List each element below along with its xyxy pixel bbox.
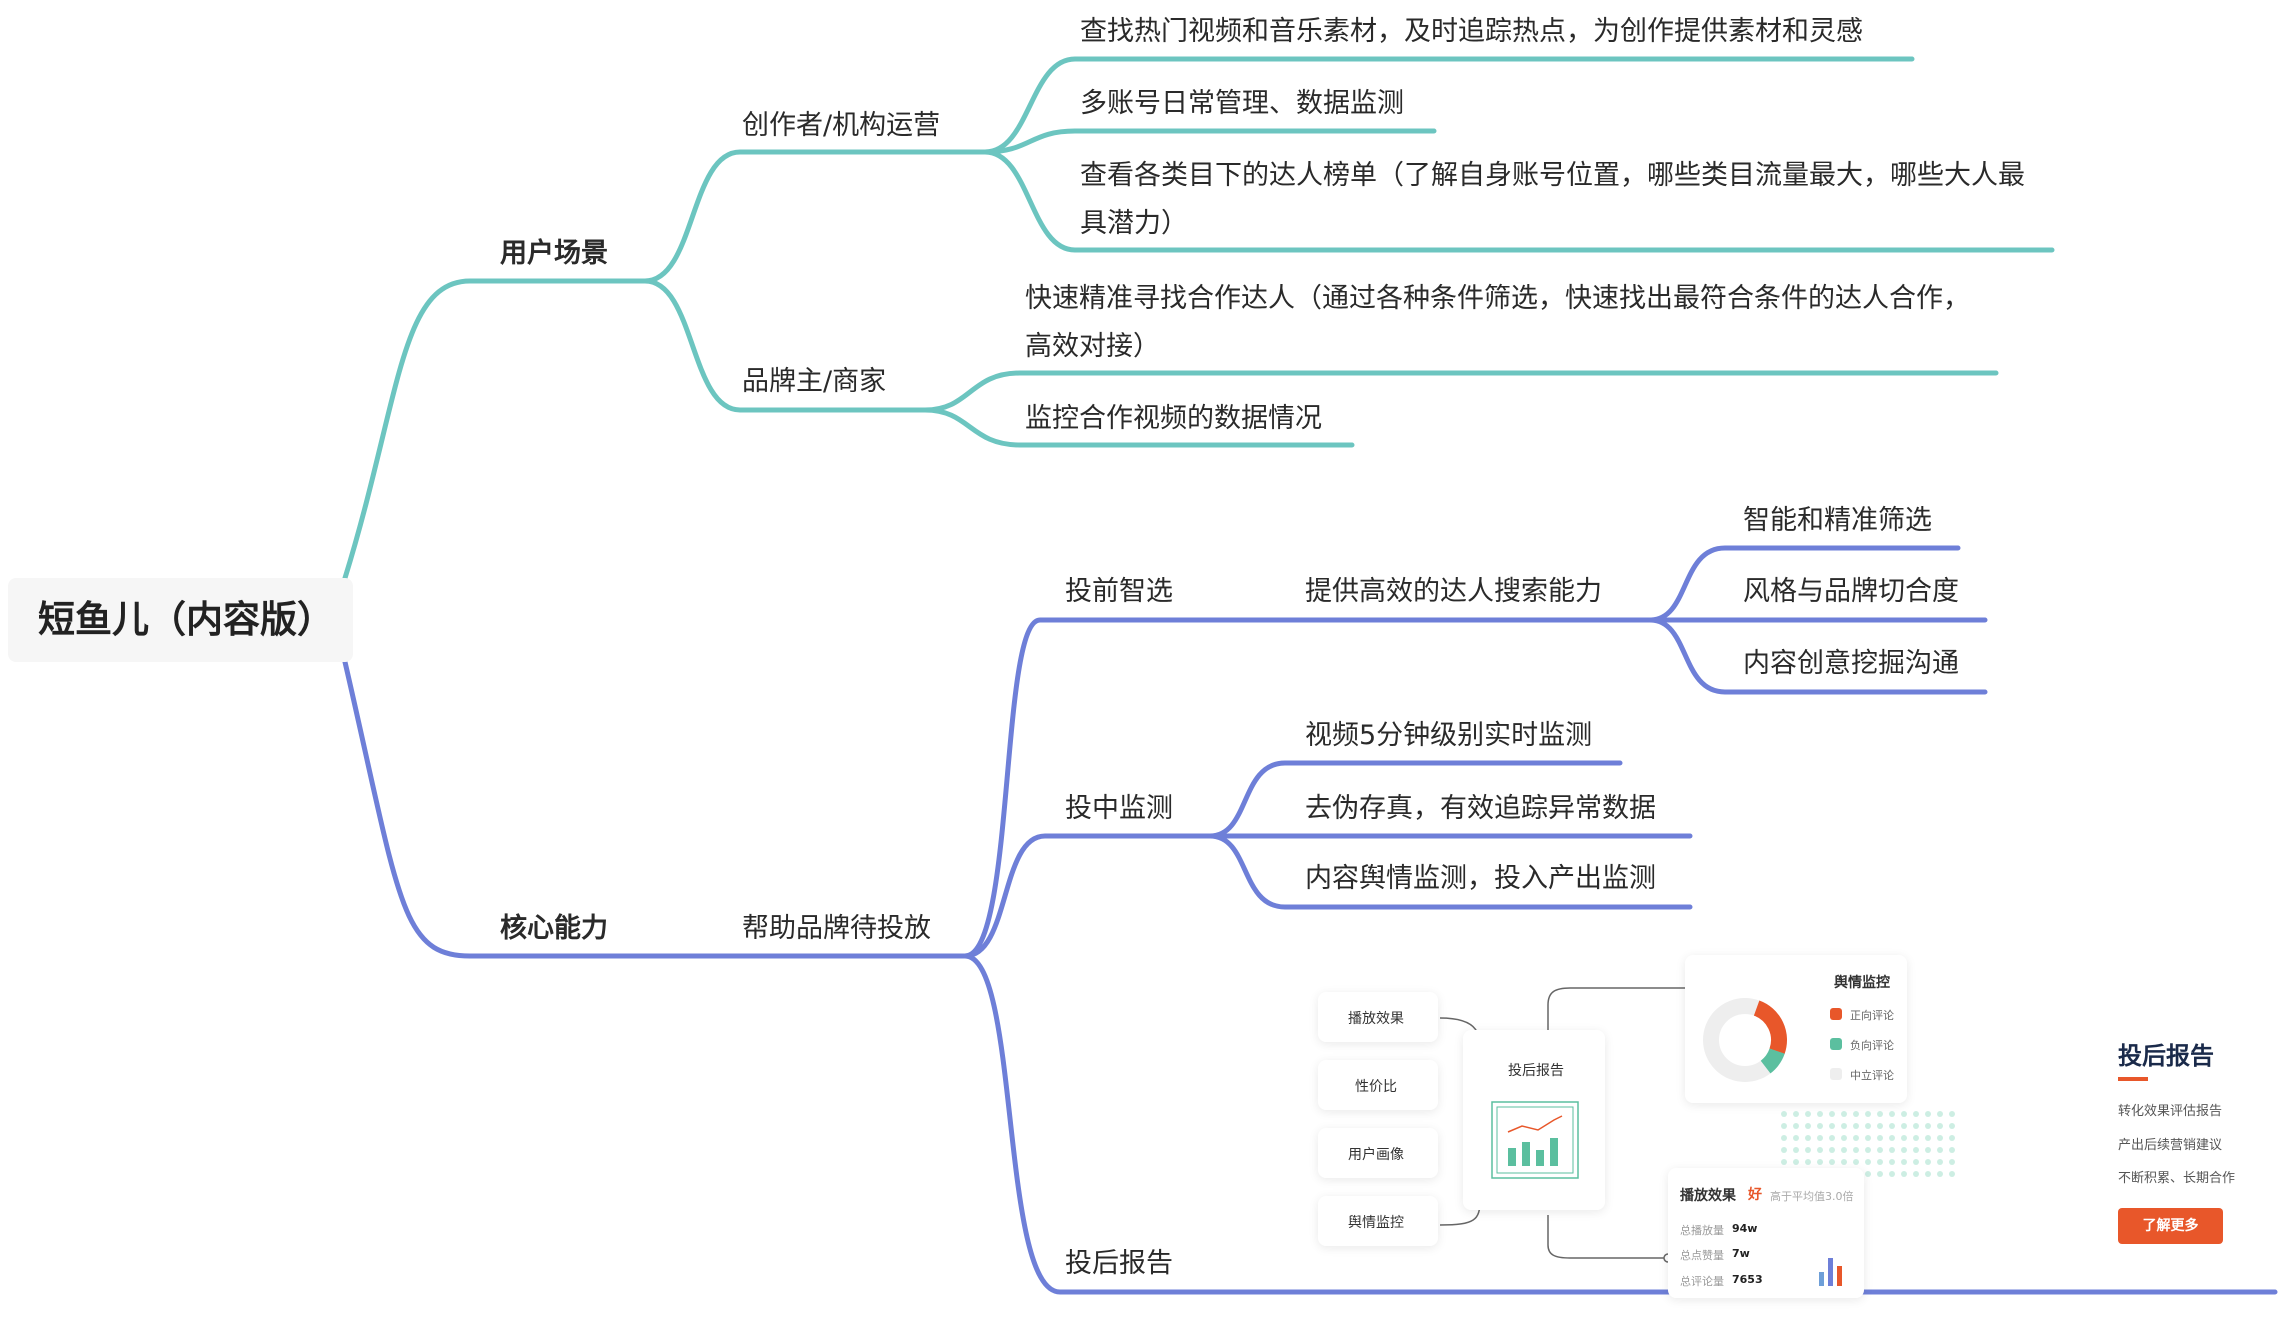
- legend-negative-swatch: [1830, 1038, 1842, 1050]
- report-line-3: 不断积累、长期合作: [2118, 1171, 2236, 1186]
- illus-play-row-3-label: 总评论量: [1680, 1275, 1724, 1288]
- node-mid-monitor[interactable]: 投中监测: [1065, 793, 1173, 824]
- report-line-2: 产出后续营销建议: [2118, 1138, 2223, 1153]
- illus-center-title: 投后报告: [1508, 1063, 1564, 1079]
- connector-core-mid: [962, 833, 1213, 959]
- illus-play-grade: 好: [1748, 1187, 1762, 1203]
- illus-sentiment-title: 舆情监控: [1834, 975, 1890, 991]
- node-brand-item-2[interactable]: 监控合作视频的数据情况: [1025, 403, 1322, 434]
- connector-core-post: [962, 953, 2278, 1295]
- node-creator-item-1[interactable]: 查找热门视频和音乐素材，及时追踪热点，为创作提供素材和灵感: [1080, 16, 1863, 47]
- illus-play-row-2-label: 总点赞量: [1680, 1249, 1724, 1262]
- node-creator[interactable]: 创作者/机构运营: [742, 110, 941, 141]
- node-user-scenarios[interactable]: 用户场景: [500, 238, 608, 269]
- connector-mid-item3: [1207, 833, 1693, 910]
- root-node-box[interactable]: [8, 578, 353, 662]
- illus-item-box-3: [1318, 1128, 1438, 1178]
- illus-donut-chart: [1703, 998, 1787, 1082]
- illus-item-4: 舆情监控: [1348, 1215, 1404, 1231]
- illus-mini-bar-icon: [1819, 1258, 1842, 1286]
- node-pre-search[interactable]: 提供高效的达人搜索能力: [1305, 576, 1602, 607]
- node-mid-item-1[interactable]: 视频5分钟级别实时监测: [1305, 720, 1593, 751]
- connector-scenarios-creator: [642, 149, 988, 284]
- node-pre-item-3[interactable]: 内容创意挖掘沟通: [1743, 648, 1959, 679]
- legend-negative: 负向评论: [1850, 1039, 1894, 1052]
- illus-play-row-2-value: 7w: [1732, 1247, 1750, 1260]
- connector-mid-item1: [1207, 760, 1623, 839]
- illus-bar-chart-icon: [1491, 1101, 1579, 1179]
- illus-item-box-1: [1318, 992, 1438, 1042]
- node-pre-item-2[interactable]: 风格与品牌切合度: [1743, 576, 1959, 607]
- illus-item-2: 性价比: [1355, 1079, 1397, 1095]
- node-help-brand[interactable]: 帮助品牌待投放: [742, 913, 931, 944]
- report-line-1: 转化效果评估报告: [2118, 1104, 2223, 1119]
- node-brand-item-1[interactable]: 快速精准寻找合作达人（通过各种条件筛选，快速找出最符合条件的达人合作，高效对接）: [1025, 283, 1970, 362]
- node-pre-item-1[interactable]: 智能和精准筛选: [1743, 505, 1932, 536]
- illus-play-row-1-label: 总播放量: [1680, 1224, 1724, 1237]
- legend-positive-swatch: [1830, 1008, 1842, 1020]
- illus-play-title: 播放效果: [1680, 1188, 1736, 1204]
- node-mid-item-2[interactable]: 去伪存真，有效追踪异常数据: [1305, 793, 1656, 824]
- connector-pre-item1: [1647, 545, 1961, 623]
- connector-brand-item1: [922, 370, 1999, 413]
- illus-item-1: 播放效果: [1348, 1011, 1404, 1027]
- connector-root-scenarios: [342, 278, 648, 581]
- illus-center-card: [1463, 1030, 1605, 1210]
- report-title: 投后报告: [2118, 1042, 2214, 1070]
- connector-creator-item2: [982, 128, 1437, 155]
- connector-brand-item2: [922, 407, 1355, 448]
- illus-link-top: [1547, 987, 1690, 1035]
- legend-neutral: 中立评论: [1850, 1069, 1894, 1082]
- node-brand[interactable]: 品牌主/商家: [742, 366, 887, 397]
- node-creator-item-3[interactable]: 查看各类目下的达人榜单（了解自身账号位置，哪些类目流量最大，哪些大人最具潜力）: [1080, 160, 2025, 239]
- connector-creator-item1: [982, 56, 1915, 155]
- connector-creator-item3: [982, 149, 2055, 253]
- illus-play-note: 高于平均值3.0倍: [1770, 1190, 1854, 1203]
- legend-positive: 正向评论: [1850, 1009, 1894, 1022]
- node-mid-item-3[interactable]: 内容舆情监测，投入产出监测: [1305, 863, 1656, 894]
- connector-root-core: [342, 659, 968, 959]
- illus-play-row-1-value: 94w: [1732, 1222, 1758, 1235]
- illus-item-box-4: [1318, 1196, 1438, 1246]
- node-creator-item-2[interactable]: 多账号日常管理、数据监测: [1080, 88, 1404, 119]
- connector-pre-item3: [1647, 617, 1988, 695]
- illus-item-box-2: [1318, 1060, 1438, 1110]
- report-title-underline: [2118, 1077, 2148, 1081]
- illus-sentiment-card: [1685, 955, 1907, 1103]
- legend-neutral-swatch: [1830, 1068, 1842, 1080]
- node-post-report[interactable]: 投后报告: [1065, 1248, 1173, 1279]
- learn-more-button[interactable]: 了解更多: [2118, 1208, 2223, 1244]
- illus-item-3: 用户画像: [1348, 1147, 1404, 1163]
- node-pre-selection[interactable]: 投前智选: [1065, 576, 1173, 607]
- root-node-label: 短鱼儿（内容版）: [38, 598, 334, 641]
- illus-play-row-3-value: 7653: [1732, 1273, 1763, 1286]
- illus-link-bottom: [1547, 1215, 1668, 1259]
- connector-core-pre: [962, 617, 1653, 959]
- connector-scenarios-brand: [642, 278, 928, 413]
- node-core-capability[interactable]: 核心能力: [500, 913, 608, 944]
